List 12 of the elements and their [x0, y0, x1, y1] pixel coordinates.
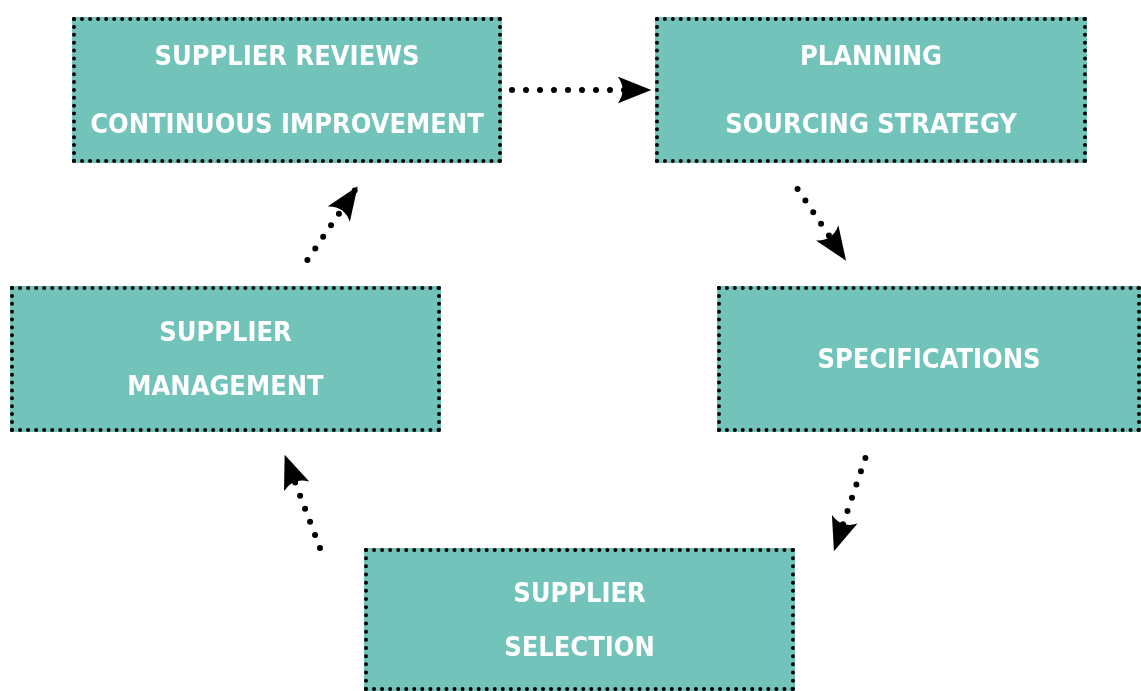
box-label: SOURCING STRATEGY [725, 107, 1017, 141]
process-box [655, 17, 1087, 163]
process-box [10, 286, 441, 432]
box-label: CONTINUOUS IMPROVEMENT [90, 107, 484, 141]
box-label: PLANNING [800, 39, 942, 73]
box-label: SUPPLIER MANAGEMENT [126, 315, 325, 403]
box-label: SPECIFICATIONS [817, 342, 1041, 376]
process-box [364, 548, 795, 691]
process-box [717, 286, 1141, 432]
box-label: SUPPLIER SELECTION [503, 575, 656, 664]
process-box [72, 17, 502, 163]
box-label: SUPPLIER REVIEWS [154, 39, 420, 73]
